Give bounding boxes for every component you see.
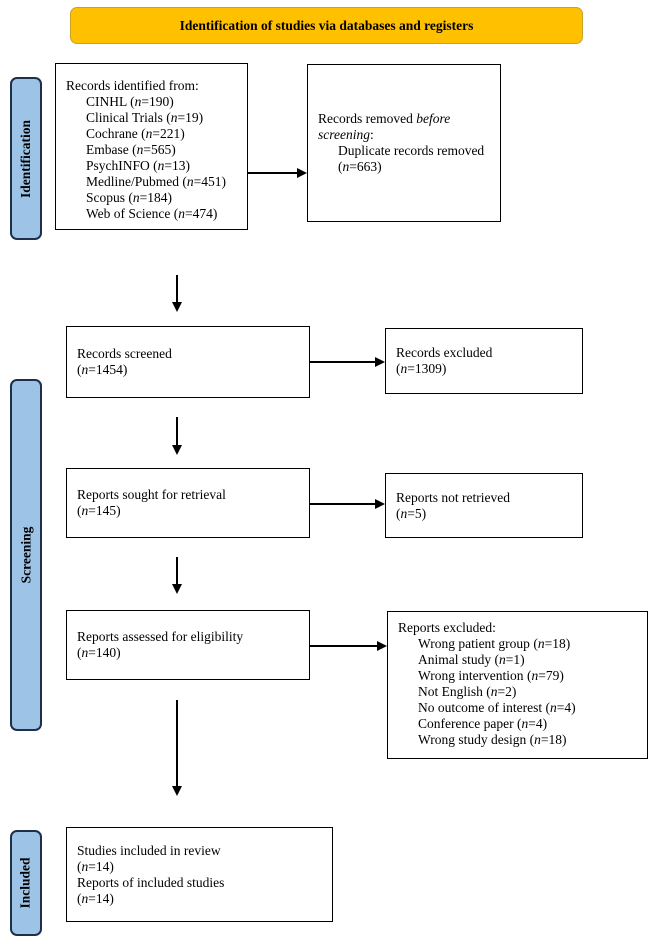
reports-excluded-box: Reports excluded:Wrong patient group (n=…: [387, 611, 648, 759]
arrow-head: [172, 302, 182, 312]
reports-assessed-box: Reports assessed for eligibility(n=140): [66, 610, 310, 680]
arrow-head: [172, 584, 182, 594]
records-removed-box: Records removed before screening: Duplic…: [307, 64, 501, 222]
list-item: PsychINFO (n=13): [86, 158, 191, 173]
studies-included-box: Studies included in review(n=14) Reports…: [66, 827, 333, 922]
arrow-head: [377, 641, 387, 651]
list-item: Wrong patient group (n=18): [418, 636, 571, 651]
list-item: Cochrane (n=221): [86, 126, 185, 141]
reports-sought-box: Reports sought for retrieval(n=145): [66, 468, 310, 538]
arrow-line: [176, 417, 178, 446]
arrow-head: [375, 499, 385, 509]
list-item: Wrong intervention (n=79): [418, 668, 564, 683]
phase-identification: Identification: [10, 77, 42, 240]
list-item: Conference paper (n=4): [418, 716, 548, 731]
records-identified-box: Records identified from: CINHL (n=190)Cl…: [55, 63, 248, 230]
list-item: CINHL (n=190): [86, 94, 174, 109]
arrow-line: [310, 645, 378, 647]
list-item: Web of Science (n=474): [86, 206, 218, 221]
reports-not-retrieved-box: Reports not retrieved(n=5): [385, 473, 583, 538]
arrow-line: [176, 557, 178, 585]
arrow-line: [176, 700, 178, 787]
arrow-line: [248, 172, 298, 174]
arrow-line: [310, 361, 376, 363]
arrow-head: [297, 168, 307, 178]
list-item: Not English (n=2): [418, 684, 517, 699]
list-item: Animal study (n=1): [418, 652, 525, 667]
list-item: No outcome of interest (n=4): [418, 700, 576, 715]
records-excluded-box: Records excluded(n=1309): [385, 328, 583, 394]
arrow-head: [375, 357, 385, 367]
phase-included: Included: [10, 830, 42, 936]
records-screened-box: Records screened(n=1454): [66, 326, 310, 398]
list-item: Clinical Trials (n=19): [86, 110, 204, 125]
phase-screening: Screening: [10, 379, 42, 731]
list-item: Wrong study design (n=18): [418, 732, 567, 747]
list-item: Scopus (n=184): [86, 190, 173, 205]
arrow-head: [172, 445, 182, 455]
list-item: Medline/Pubmed (n=451): [86, 174, 226, 189]
arrow-line: [176, 275, 178, 303]
arrow-head: [172, 786, 182, 796]
banner-identification: Identification of studies via databases …: [70, 7, 583, 44]
list-item: Embase (n=565): [86, 142, 176, 157]
arrow-line: [310, 503, 376, 505]
